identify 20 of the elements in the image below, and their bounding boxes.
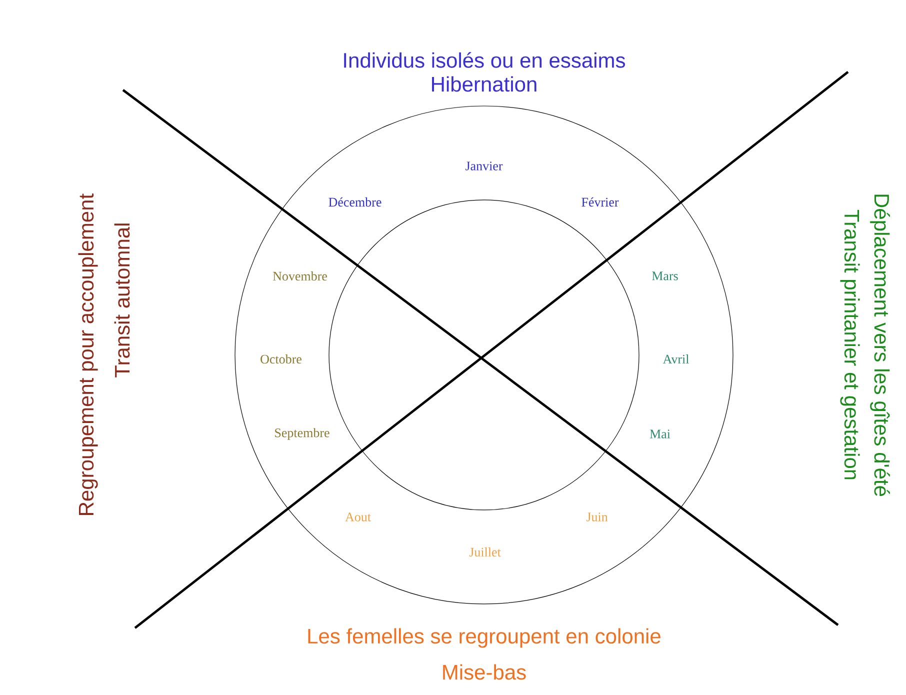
month-label: Décembre xyxy=(328,197,382,207)
heading: Hibernation xyxy=(432,76,536,92)
heading: Individus isolés ou en essaims xyxy=(344,52,625,68)
heading: Les femelles se regroupent en colonie xyxy=(308,628,660,648)
month-label: Juin xyxy=(586,512,608,522)
month-label: Aout xyxy=(345,512,371,522)
month-label: Octobre xyxy=(260,354,302,364)
heading: Regroupement pour accouplement xyxy=(78,194,98,515)
month-label: Avril xyxy=(662,354,689,364)
heading: Transit printanier et gestation xyxy=(840,210,860,480)
heading: Déplacement vers les gîtes d'été xyxy=(870,194,890,496)
month-label: Février xyxy=(582,197,619,207)
heading: Transit automnal xyxy=(114,224,130,378)
heading: Mise-bas xyxy=(443,664,526,680)
month-label: Juillet xyxy=(469,547,501,557)
month-label: Novembre xyxy=(272,271,327,281)
month-label: Janvier xyxy=(466,162,503,170)
month-label: Mai xyxy=(650,430,670,438)
month-label: Septembre xyxy=(275,428,330,440)
month-label: Mars xyxy=(652,272,678,280)
